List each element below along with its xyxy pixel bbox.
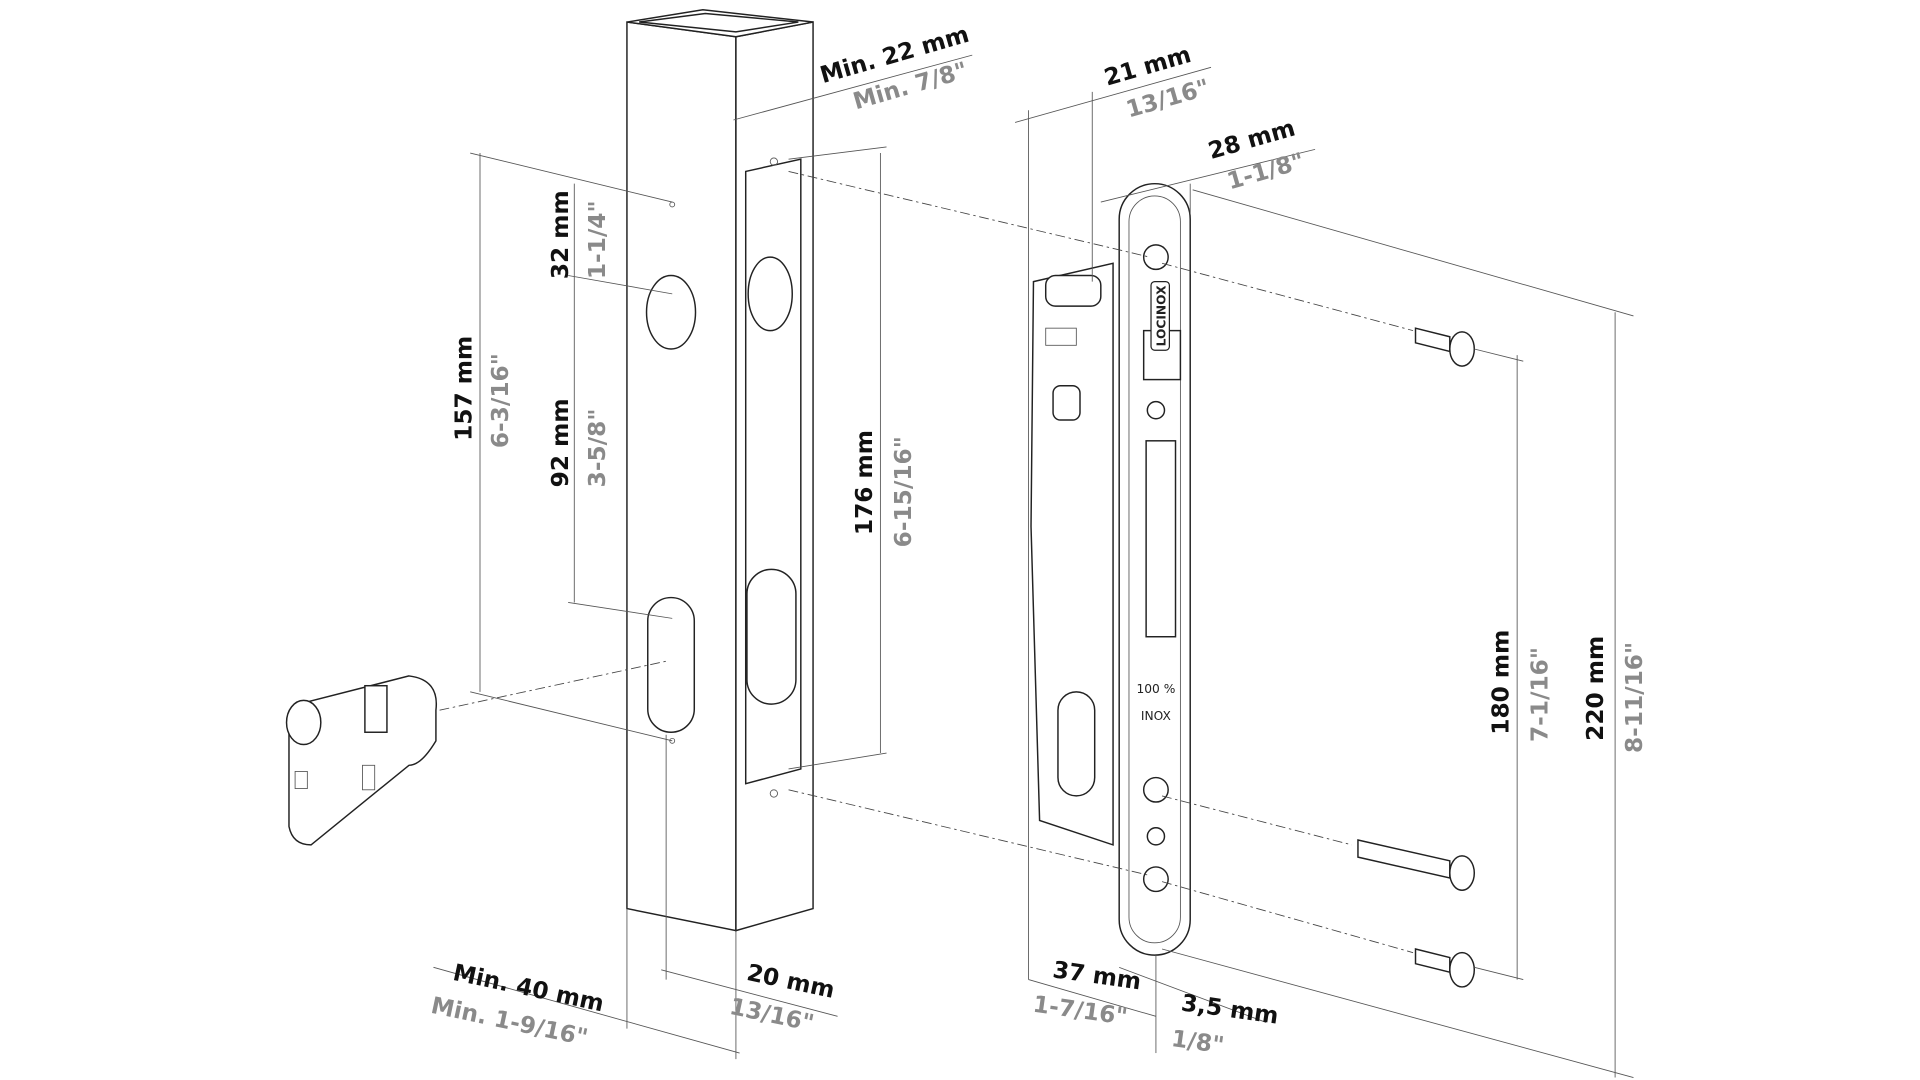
dim-176-metric: 176 mm <box>851 430 878 535</box>
dim-180-imperial: 7-1/16" <box>1527 647 1554 742</box>
dim-220-metric: 220 mm <box>1582 636 1609 741</box>
gate-profile-tube <box>626 9 814 932</box>
dim-32-imperial: 1-1/4" <box>584 200 611 279</box>
alignment-lines <box>439 171 1414 954</box>
dim-20-imperial: 13/16" <box>727 993 816 1037</box>
dimension-lines <box>433 54 1634 1078</box>
euro-cylinder <box>285 675 438 846</box>
dim-220-imperial: 8-11/16" <box>1621 642 1648 753</box>
material-label-percent: 100 % <box>1136 682 1175 696</box>
dim-20-metric: 20 mm <box>744 959 837 1004</box>
material-label-inox: INOX <box>1141 709 1171 723</box>
dim-35-metric: 3,5 mm <box>1180 989 1281 1029</box>
dim-37-imperial: 1-7/16" <box>1031 991 1129 1031</box>
brand-logo-frame <box>1150 281 1170 351</box>
dim-157-imperial: 6-3/16" <box>487 353 514 448</box>
dim-157-metric: 157 mm <box>450 336 477 441</box>
brand-logo: LOCINOX <box>1155 285 1169 346</box>
dim-32-metric: 32 mm <box>547 190 574 279</box>
screws <box>1357 327 1476 988</box>
dim-176-imperial: 6-15/16" <box>890 436 917 547</box>
dim-180-metric: 180 mm <box>1488 630 1515 735</box>
dim-35-imperial: 1/8" <box>1170 1025 1226 1059</box>
dim-92-imperial: 3-5/8" <box>584 409 611 488</box>
mortise-lock <box>1030 182 1191 956</box>
dim-92-metric: 92 mm <box>547 398 574 487</box>
screw-top <box>1414 327 1476 367</box>
screw-long <box>1357 839 1476 891</box>
screw-bottom <box>1414 948 1476 988</box>
